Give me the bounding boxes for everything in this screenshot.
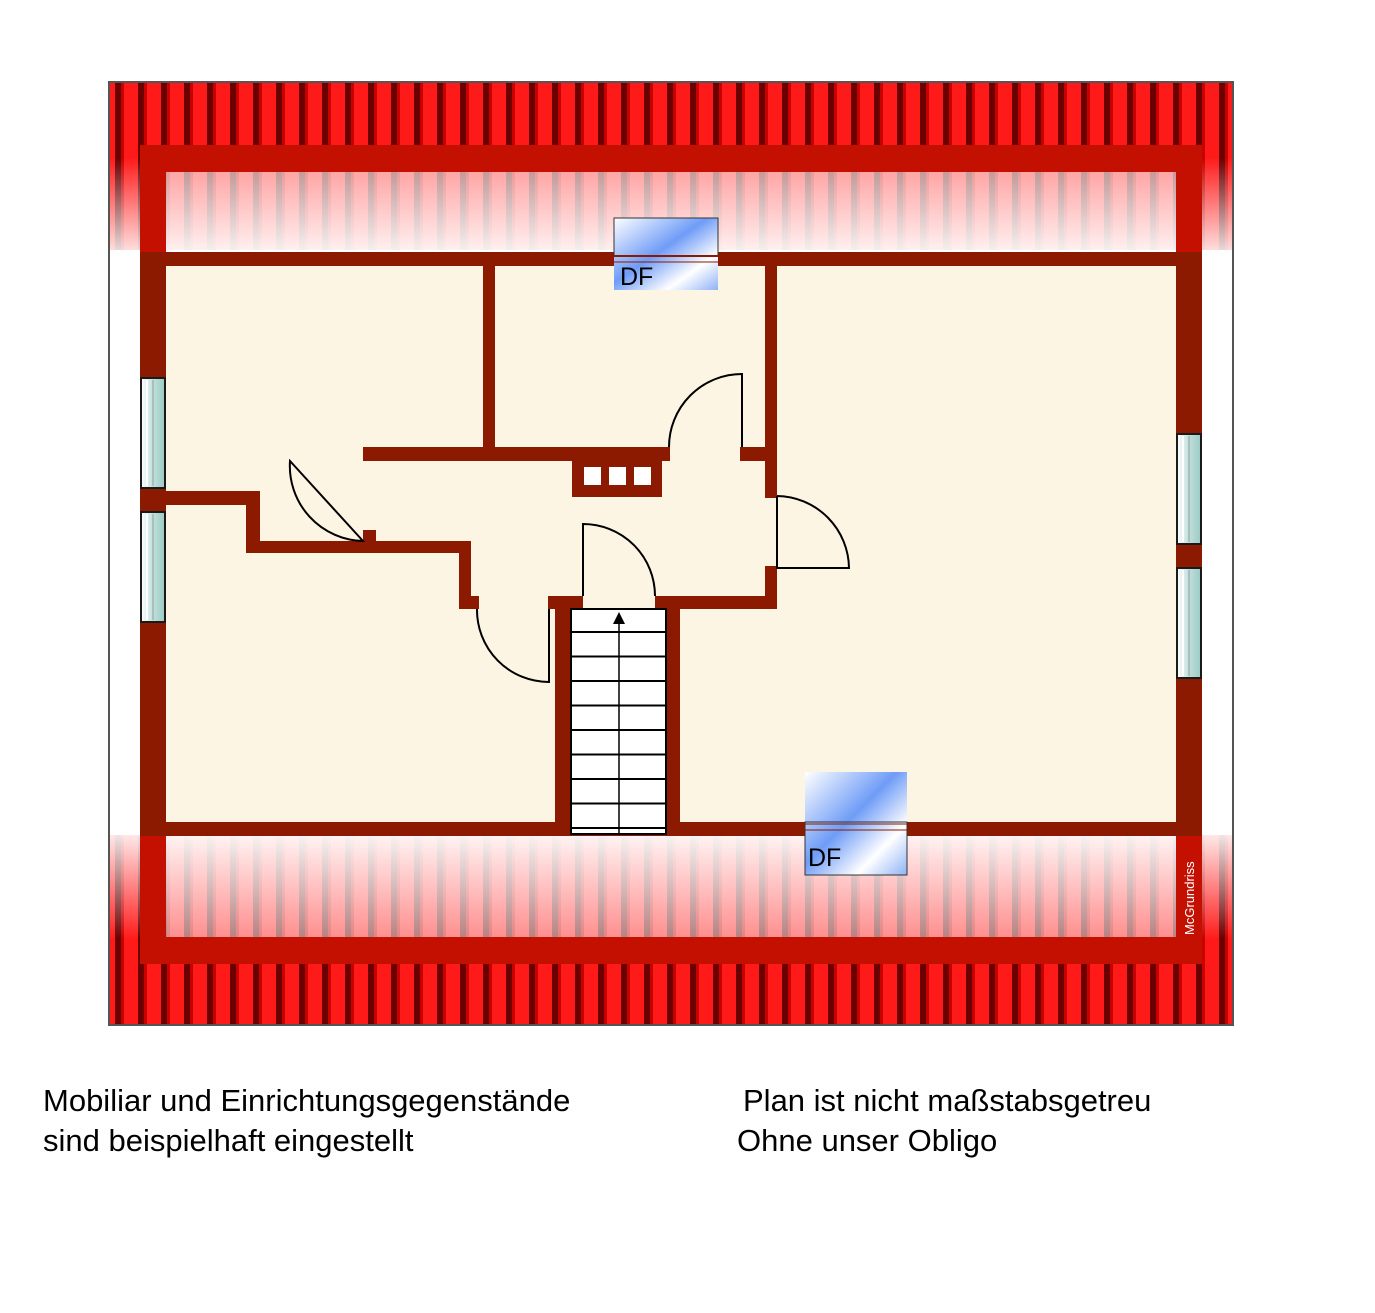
door-right-room: [776, 495, 851, 569]
door-top-room: [668, 372, 743, 448]
window-right-lower: [1176, 567, 1202, 679]
window-left-upper: [140, 377, 166, 489]
skylight-bottom: DF: [804, 772, 908, 876]
door-hall-left: [288, 458, 366, 543]
note-left-line1: Mobiliar und Einrichtungsgegenstände: [43, 1083, 571, 1118]
window-right-upper: [1176, 433, 1202, 545]
note-left: Mobiliar und Einrichtungsgegenstände sin…: [43, 1081, 570, 1161]
note-right-line1: Plan ist nicht maßstabsgetreu: [743, 1083, 1152, 1118]
door-stair: [582, 522, 656, 597]
note-right-line2: Ohne unser Obligo: [737, 1123, 998, 1158]
staircase: [570, 608, 667, 835]
chimney: [584, 467, 651, 485]
watermark: McGrundriss: [1182, 861, 1197, 935]
roof-outline: [108, 81, 1234, 1026]
arrow-up-icon: [613, 612, 625, 624]
skylight-top: DF: [613, 217, 719, 291]
roof-inner-bottom: [166, 835, 1176, 937]
skylight-label-bottom: DF: [808, 844, 841, 872]
skylight-label-top: DF: [620, 263, 653, 291]
window-left-lower: [140, 511, 166, 623]
windows: [140, 377, 1202, 679]
doors: [288, 372, 851, 684]
note-left-line2: sind beispielhaft eingestellt: [43, 1123, 414, 1158]
door-bottom-left: [475, 608, 550, 684]
